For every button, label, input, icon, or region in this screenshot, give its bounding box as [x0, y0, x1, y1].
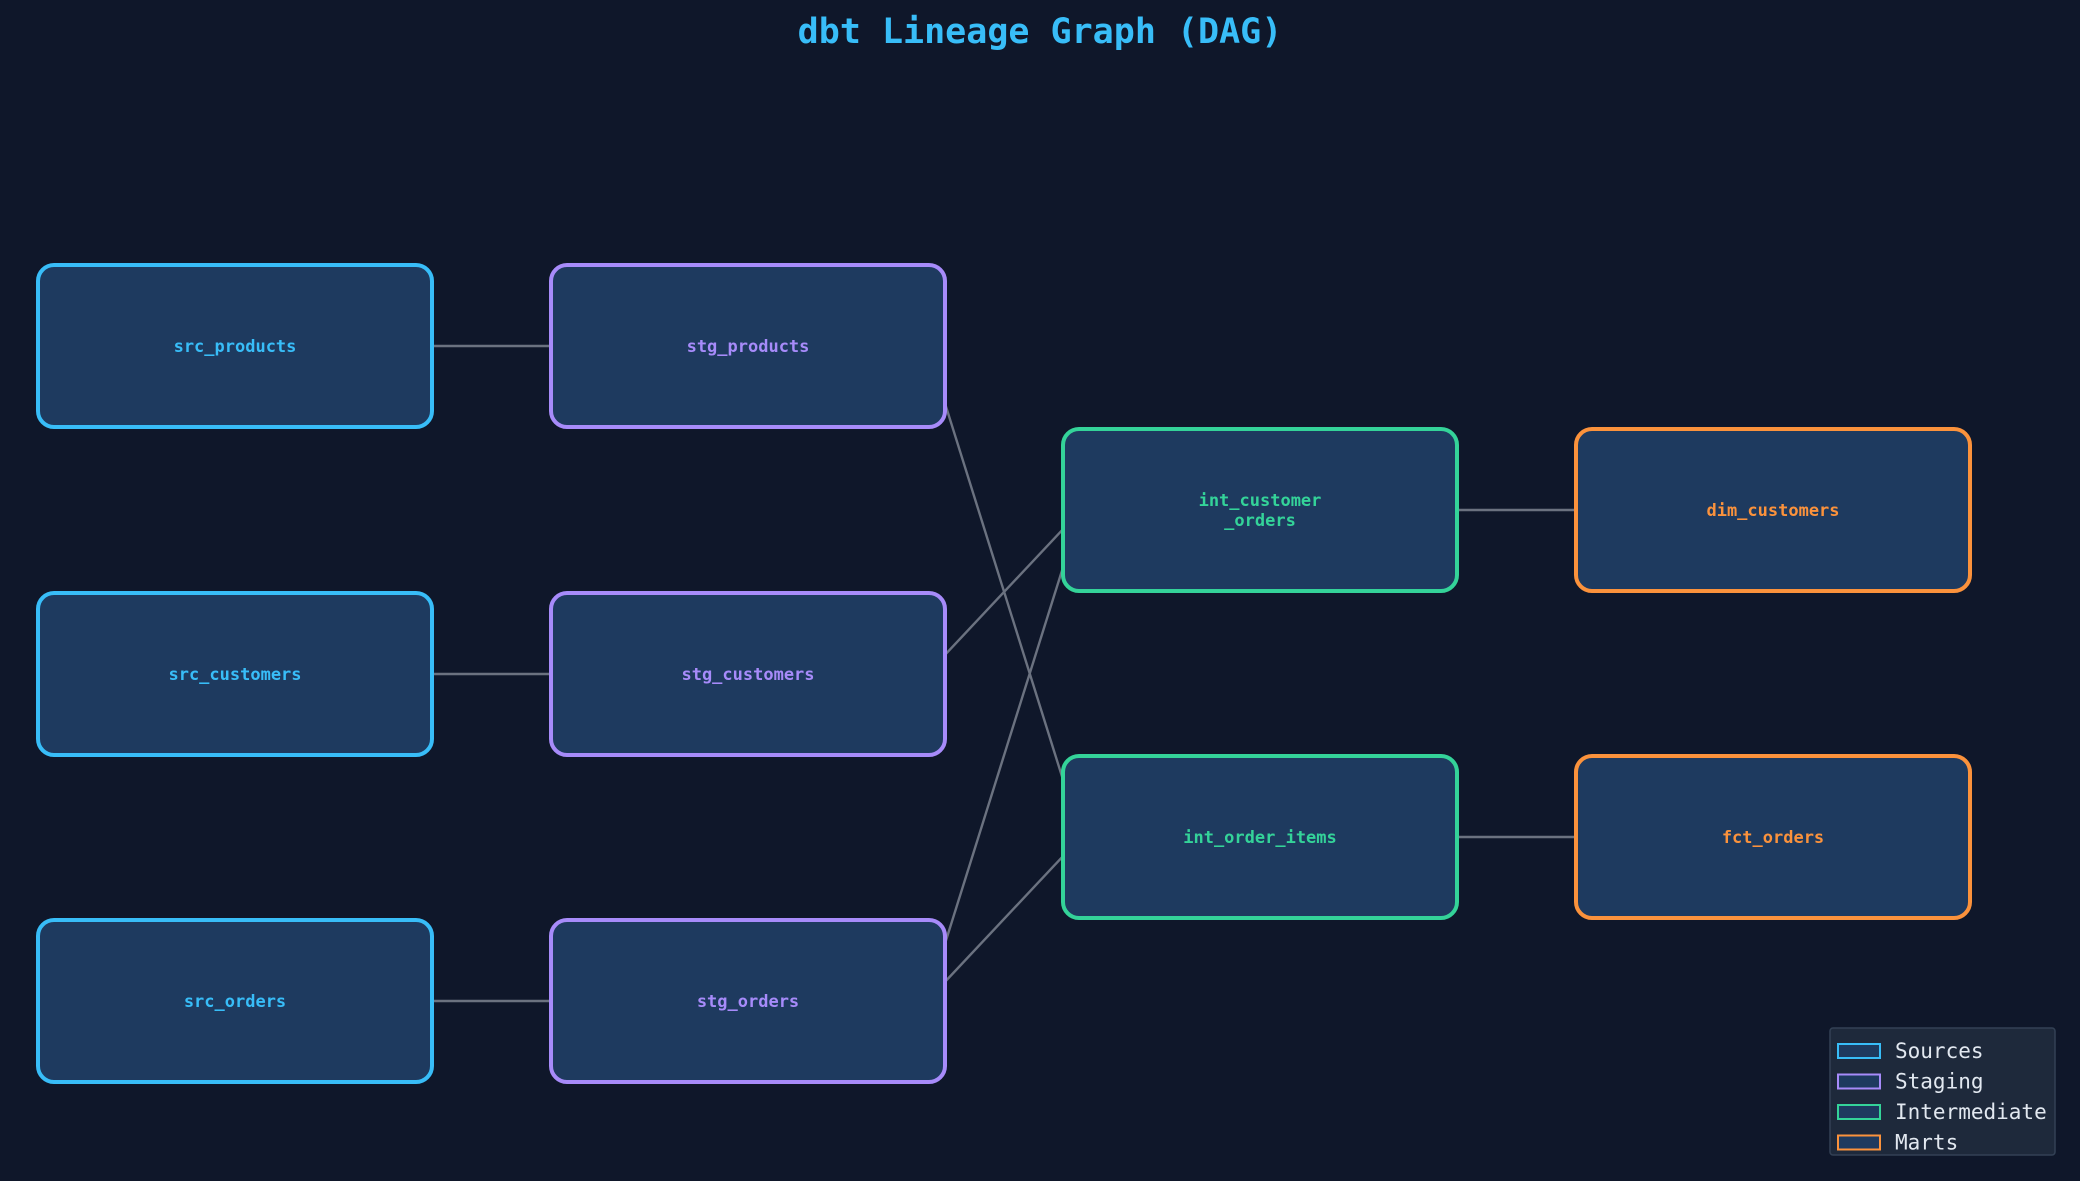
node-stg_customers[interactable]: stg_customers	[549, 591, 947, 757]
node-box	[549, 263, 947, 429]
node-box	[1574, 427, 1972, 593]
nodes-layer: src_products src_customers src_orders stg_p…	[36, 263, 1972, 1084]
node-stg_orders[interactable]: stg_orders	[549, 918, 947, 1084]
node-src_orders[interactable]: src_orders	[36, 918, 434, 1084]
node-label: stg_customers	[681, 665, 814, 685]
node-label: _orders	[1224, 511, 1296, 531]
node-box	[549, 918, 947, 1084]
node-box	[36, 263, 434, 429]
node-src_customers[interactable]: src_customers	[36, 591, 434, 757]
node-label: stg_products	[687, 337, 810, 357]
legend-frame	[1829, 1027, 2056, 1156]
node-box	[1574, 754, 1972, 920]
diagram-title: dbt Lineage Graph (DAG)	[798, 12, 1283, 52]
node-dim_customers[interactable]: dim_customers	[1574, 427, 1972, 593]
edges-layer	[414, 346, 1594, 1001]
node-label: src_customers	[168, 665, 301, 685]
node-label: int_customer	[1199, 491, 1322, 511]
node-label: fct_orders	[1722, 828, 1824, 848]
node-src_products[interactable]: src_products	[36, 263, 434, 429]
legend-label-intermediate: Intermediate	[1895, 1100, 2047, 1124]
node-label: src_products	[174, 337, 297, 357]
node-box	[36, 591, 434, 757]
legend-label-staging: Staging	[1895, 1070, 1984, 1094]
node-box	[36, 918, 434, 1084]
edge-stg_products-to-int_order_items	[925, 345, 1078, 827]
node-box	[1061, 427, 1459, 593]
node-stg_products[interactable]: stg_products	[549, 263, 947, 429]
legend-swatch-sources	[1837, 1043, 1881, 1059]
legend-label-marts: Marts	[1895, 1131, 1958, 1155]
legend-swatch-intermediate	[1837, 1104, 1881, 1120]
legend-swatch-marts	[1837, 1134, 1881, 1151]
node-label: src_orders	[184, 992, 286, 1012]
edge-stg_customers-to-int_customer_orders	[926, 517, 1074, 675]
legend-label-sources: Sources	[1895, 1039, 1984, 1063]
node-label: dim_customers	[1706, 501, 1839, 521]
node-int_customer_orders[interactable]: int_customer_orders	[1061, 427, 1459, 593]
node-fct_orders[interactable]: fct_orders	[1574, 754, 1972, 920]
node-box	[1061, 754, 1459, 920]
node-label: int_order_items	[1183, 828, 1337, 848]
legend-swatch-staging	[1837, 1073, 1881, 1090]
node-int_order_items[interactable]: int_order_items	[1061, 754, 1459, 920]
edge-stg_orders-to-int_order_items	[926, 844, 1074, 1002]
node-label: stg_orders	[697, 992, 799, 1012]
node-box	[549, 591, 947, 757]
edge-stg_orders-to-int_customer_orders	[925, 520, 1078, 1002]
